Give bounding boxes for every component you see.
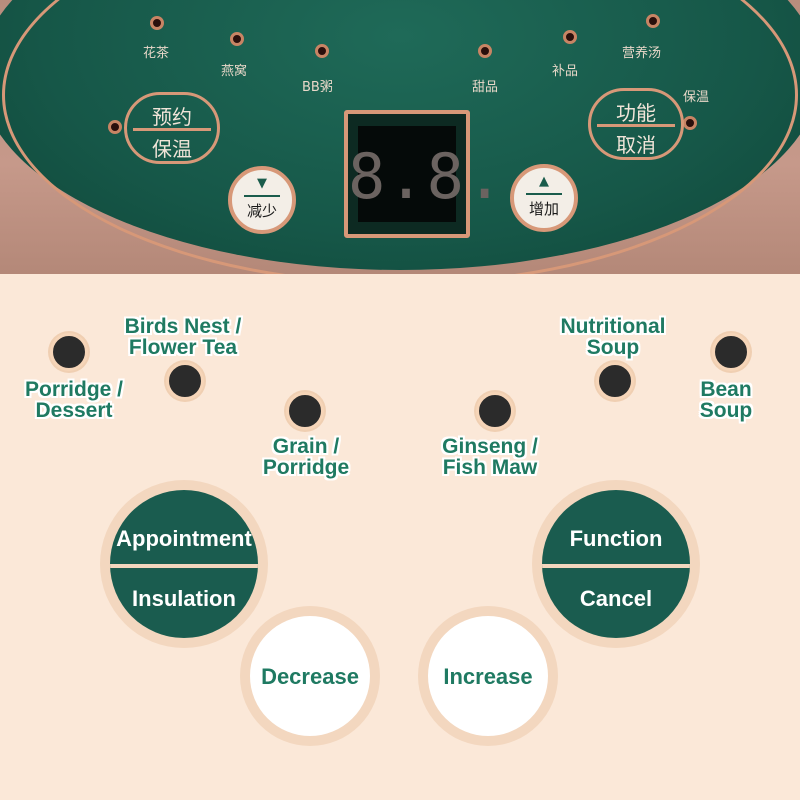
label-nutritional-soup: Nutritional Soup (546, 316, 680, 358)
indicator-led-tonic (563, 30, 577, 44)
decrease-button-photo[interactable]: ▼ 减少 (228, 166, 296, 234)
cancel-label: Cancel (579, 586, 653, 611)
indicator-led-flower-tea (150, 16, 164, 30)
label-dessert-cn: 甜品 (472, 80, 499, 95)
function-cancel-face: Function Cancel (542, 490, 690, 638)
label-bean-soup: Bean Soup (688, 379, 764, 421)
up-arrow-icon: ▲ (539, 174, 549, 189)
label-line: Porridge / (24, 378, 124, 401)
label-line: Ginseng / (442, 435, 538, 458)
pill-divider (133, 128, 211, 131)
label-line: Soup (699, 399, 753, 422)
decrease-label: Decrease (261, 664, 359, 689)
label-birds-nest-cn: 燕窝 (221, 64, 248, 79)
display-digits: 8.8. (348, 140, 506, 213)
label-grain-porridge: Grain / Porridge (250, 436, 362, 478)
label-line: Birds Nest / (124, 315, 242, 338)
warm-label-cn: 保温 (152, 137, 192, 161)
decrease-button[interactable]: Decrease (240, 606, 380, 746)
decrease-face (250, 616, 370, 736)
label-bb-porridge-cn: BB粥 (302, 80, 333, 95)
indicator-porridge-dessert (50, 333, 88, 371)
indicator-bean-soup (712, 333, 750, 371)
button-divider (542, 564, 690, 568)
increase-label: Increase (443, 664, 533, 689)
label-line: Flower Tea (128, 336, 238, 359)
indicator-led-birds-nest (230, 32, 244, 46)
function-cancel-button[interactable]: Function Cancel (532, 480, 700, 648)
control-panel-photo: 花茶 燕窝 BB粥 甜品 补品 营养汤 保温 预约 保温 功能 取消 ▼ 减少 … (0, 0, 800, 274)
indicator-led-bb-porridge (315, 44, 329, 58)
button-bar (526, 193, 562, 195)
label-ginseng-fish-maw: Ginseng / Fish Maw (424, 436, 556, 478)
indicator-birds-nest (166, 362, 204, 400)
down-arrow-icon: ▼ (257, 176, 267, 191)
cancel-label-cn: 取消 (616, 133, 656, 157)
indicator-nutritional-soup (596, 362, 634, 400)
label-nutritional-soup-cn: 营养汤 (622, 46, 662, 61)
function-cancel-button-photo[interactable]: 功能 取消 (588, 88, 684, 160)
label-tonic-cn: 补品 (552, 64, 579, 79)
indicator-led-appointment (108, 120, 122, 134)
increase-button-photo[interactable]: ▲ 增加 (510, 164, 578, 232)
appointment-insulation-face: Appointment Insulation (110, 490, 258, 638)
function-label: Function (569, 526, 663, 551)
display-screen (358, 126, 456, 222)
increase-button[interactable]: Increase (418, 606, 558, 746)
decrease-label-cn: 减少 (246, 202, 277, 220)
button-bar (244, 195, 280, 197)
label-flower-tea-cn: 花茶 (143, 46, 170, 61)
appointment-warm-button-photo[interactable]: 预约 保温 (124, 92, 220, 164)
label-line: Nutritional (560, 315, 666, 338)
increase-label-cn: 增加 (528, 200, 559, 218)
indicator-led-dessert (478, 44, 492, 58)
increase-face (428, 616, 548, 736)
label-line: Bean (700, 378, 752, 401)
appointment-label-cn: 预约 (152, 105, 192, 129)
indicator-grain-porridge (286, 392, 324, 430)
button-divider (110, 564, 258, 568)
function-label-cn: 功能 (616, 101, 656, 125)
label-birds-nest-flower-tea: Birds Nest / Flower Tea (108, 316, 258, 358)
digital-display: 8.8. (344, 110, 506, 238)
pill-divider (597, 124, 675, 127)
indicator-led-nutritional-soup (646, 14, 660, 28)
insulation-label: Insulation (132, 586, 236, 611)
label-line: Fish Maw (442, 456, 538, 479)
label-line: Dessert (35, 399, 113, 422)
label-porridge-dessert: Porridge / Dessert (12, 379, 136, 421)
appointment-label: Appointment (116, 526, 252, 551)
label-line: Grain / (272, 435, 340, 458)
indicator-ginseng-fish-maw (476, 392, 514, 430)
indicator-led-keep-warm (683, 116, 697, 130)
label-line: Soup (586, 336, 640, 359)
appointment-insulation-button[interactable]: Appointment Insulation (100, 480, 268, 648)
label-keep-warm-cn: 保温 (683, 90, 710, 105)
label-line: Porridge (262, 456, 350, 479)
